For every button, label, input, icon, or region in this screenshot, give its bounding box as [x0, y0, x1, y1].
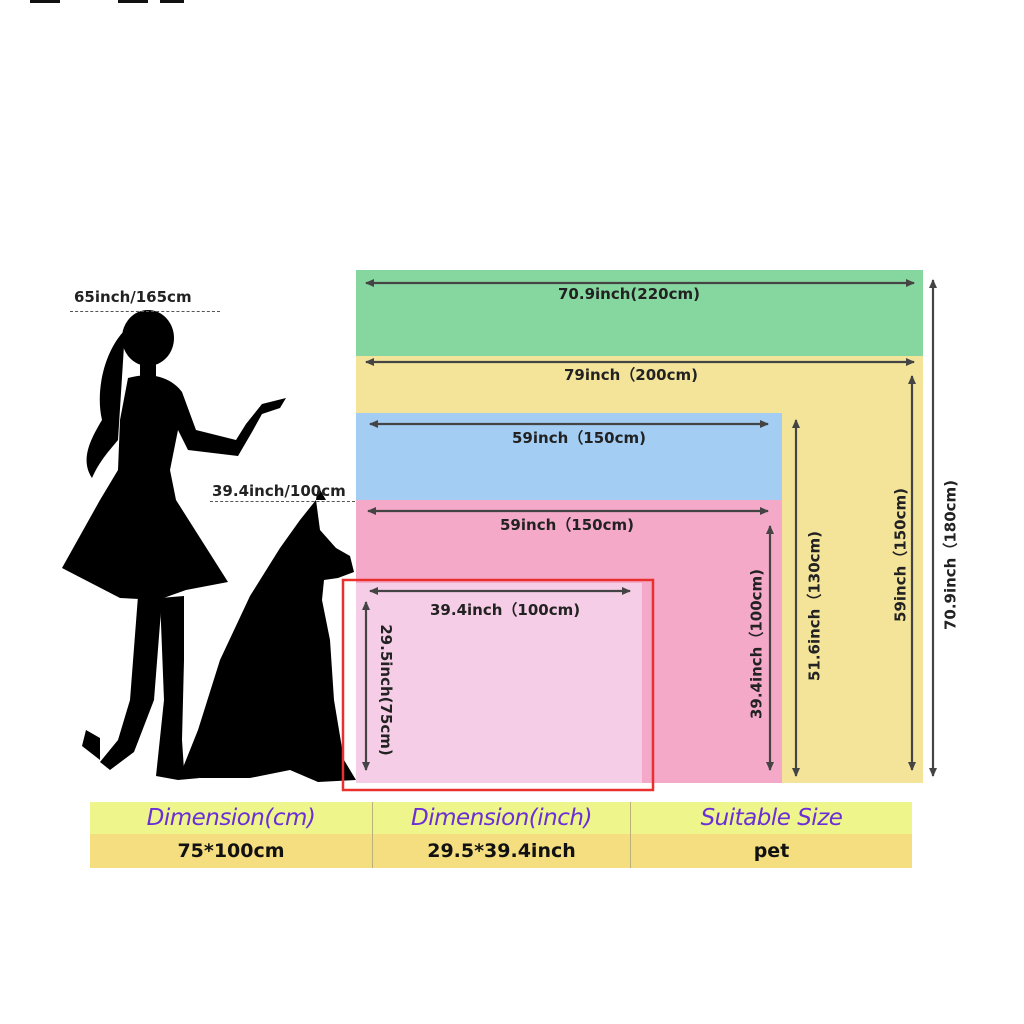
selected-size-highlight — [341, 578, 655, 792]
dog-height-label: 39.4inch/100cm — [212, 482, 346, 500]
header-dimension-inch: Dimension(inch) — [372, 802, 631, 834]
width-label-green: 70.9inch(220cm) — [558, 285, 700, 303]
dog-height-line — [210, 501, 355, 502]
spec-table-header: Dimension(cm) Dimension(inch) Suitable S… — [90, 802, 912, 834]
height-label-green: 70.9inch（180cm) — [941, 479, 960, 631]
person-height-label: 65inch/165cm — [74, 288, 192, 306]
size-rect-light — [356, 583, 642, 783]
cell-dimension-inch: 29.5*39.4inch — [372, 834, 631, 868]
height-label-blue: 51.6inch（130cm) — [805, 530, 824, 682]
dog-silhouette-icon — [182, 486, 356, 782]
width-label-yellow: 79inch（200cm) — [564, 366, 698, 384]
header-dimension-cm: Dimension(cm) — [90, 802, 373, 834]
person-height-line — [70, 311, 220, 312]
width-label-pink: 59inch（150cm) — [500, 516, 634, 534]
width-label-light: 39.4inch（100cm) — [430, 601, 581, 619]
woman-silhouette-icon — [62, 310, 286, 780]
top-edge-mark — [30, 0, 60, 3]
spec-table: Dimension(cm) Dimension(inch) Suitable S… — [90, 802, 912, 868]
width-label-blue: 59inch（150cm) — [512, 429, 646, 447]
table-row: 75*100cm 29.5*39.4inch pet — [90, 834, 912, 868]
cell-dimension-cm: 75*100cm — [90, 834, 373, 868]
height-label-light: 29.5inch(75cm) — [377, 624, 395, 756]
height-label-yellow: 59inch（150cm) — [891, 488, 910, 622]
top-edge-mark — [118, 0, 148, 3]
height-label-pink: 39.4inch（100cm) — [747, 568, 766, 720]
cell-suitable-size: pet — [630, 834, 912, 868]
top-edge-mark — [160, 0, 184, 3]
header-suitable-size: Suitable Size — [630, 802, 912, 834]
